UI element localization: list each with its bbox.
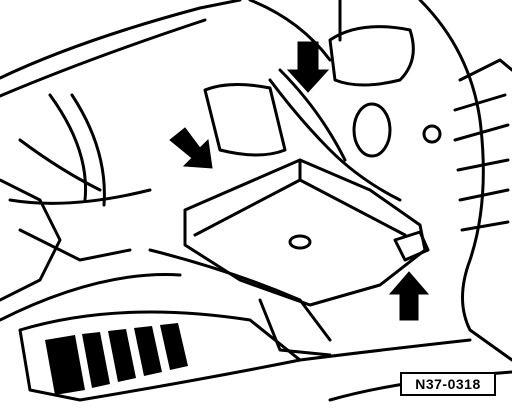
- arrow-left-diagonal-indicator: [169, 127, 213, 169]
- lid-screw: [288, 234, 312, 250]
- reservoir: [328, 25, 415, 87]
- arrow-bottom-up-indicator: [388, 271, 430, 321]
- control-unit: [183, 158, 427, 307]
- left-hose: [8, 93, 152, 207]
- right-housing: [418, 0, 512, 362]
- radiator-grille: [45, 323, 188, 395]
- reference-code-box: N37-0318: [400, 372, 496, 396]
- reservoir-cap: [352, 102, 392, 158]
- arrow-top-down-indicator: [286, 41, 330, 93]
- reference-code: N37-0318: [415, 376, 481, 392]
- right-ribbed-part: [453, 58, 512, 232]
- hood-outline: [0, 0, 342, 98]
- wiring-loom: [268, 68, 402, 202]
- left-bracket: [0, 178, 132, 302]
- lower-bracket: [148, 248, 332, 357]
- control-unit-lid: [193, 158, 407, 237]
- mount-bolt: [422, 124, 442, 144]
- upper-box: [203, 82, 287, 157]
- connector: [393, 230, 430, 262]
